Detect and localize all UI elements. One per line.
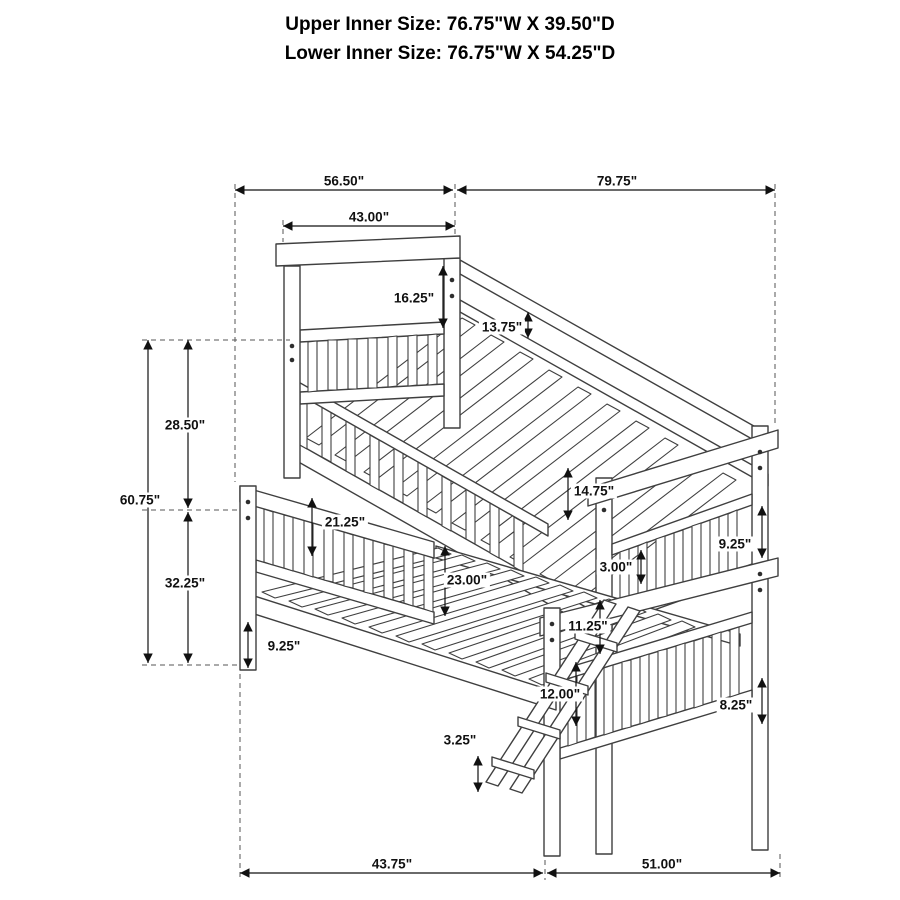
extension-lines (142, 184, 781, 880)
headboard-top-plank (275, 235, 461, 267)
upper-headboard (275, 235, 461, 479)
bolt-holes (245, 277, 763, 643)
dim-label-panel-9-right: 9.25" (715, 536, 755, 552)
dim-label-clearance-23: 23.00" (443, 572, 491, 588)
dim-label-headboard-top: 43.00" (345, 209, 393, 225)
upper-inner-size-title: Upper Inner Size: 76.75"W X 39.50"D (285, 14, 615, 35)
dim-label-height-60: 60.75" (116, 492, 164, 508)
head-back-post (443, 257, 461, 429)
foot-back-post (751, 425, 769, 851)
dim-label-gap-13: 13.75" (478, 319, 526, 335)
dim-label-panel-8: 8.25" (716, 697, 756, 713)
dim-label-rung-12: 12.00" (536, 686, 584, 702)
dim-label-height-32: 32.25" (161, 575, 209, 591)
dim-label-gap-3-25: 3.25" (440, 732, 480, 748)
dim-label-panel-21: 21.25" (321, 514, 369, 530)
ladder-rung (517, 716, 561, 740)
dim-label-gap-16: 16.25" (390, 290, 438, 306)
dim-label-top-left: 56.50" (320, 173, 368, 189)
head-front-post (283, 265, 301, 479)
lower-inner-size-title: Lower Inner Size: 76.75"W X 54.25"D (284, 43, 616, 65)
dim-label-rail-14: 14.75" (570, 483, 618, 499)
ladder-rung (491, 756, 535, 780)
dim-label-bottom-right: 51.00" (638, 856, 686, 872)
dim-label-leg-9-left: 9.25" (264, 638, 304, 654)
title-block: Upper Inner Size: 76.75"W X 39.50"D Lowe… (0, 10, 900, 69)
upper-guard-rail (287, 375, 613, 641)
dim-label-height-28: 28.50" (161, 417, 209, 433)
dim-label-gap-11: 11.25" (565, 618, 611, 634)
upper-mattress-slats (305, 317, 737, 599)
dim-label-bottom-left: 43.75" (368, 856, 416, 872)
dim-label-gap-3: 3.00" (596, 559, 636, 575)
dim-label-top-right: 79.75" (593, 173, 641, 189)
